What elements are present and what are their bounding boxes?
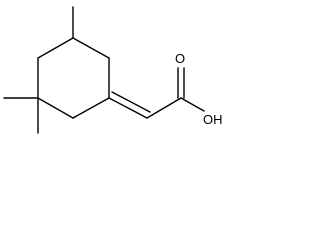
ring-bond	[72, 37, 110, 59]
hydroxyl-label: OH	[203, 112, 223, 127]
carbonyl-oxygen-label: O	[175, 51, 185, 66]
double-bond-line	[108, 97, 148, 119]
chemical-structure: O OH	[3, 6, 223, 134]
double-bond-line	[111, 91, 151, 113]
hydroxyl-bond	[180, 97, 205, 112]
exocyclic-double-bond	[108, 91, 151, 119]
cyclohexane-ring	[37, 37, 110, 119]
carboxylic-acid-group: O OH	[146, 51, 223, 127]
ring-bond	[37, 37, 74, 59]
alpha-carbon-bond	[146, 97, 182, 119]
methyl-groups	[3, 6, 74, 134]
ring-bond	[72, 97, 110, 119]
ring-bond	[37, 97, 74, 119]
